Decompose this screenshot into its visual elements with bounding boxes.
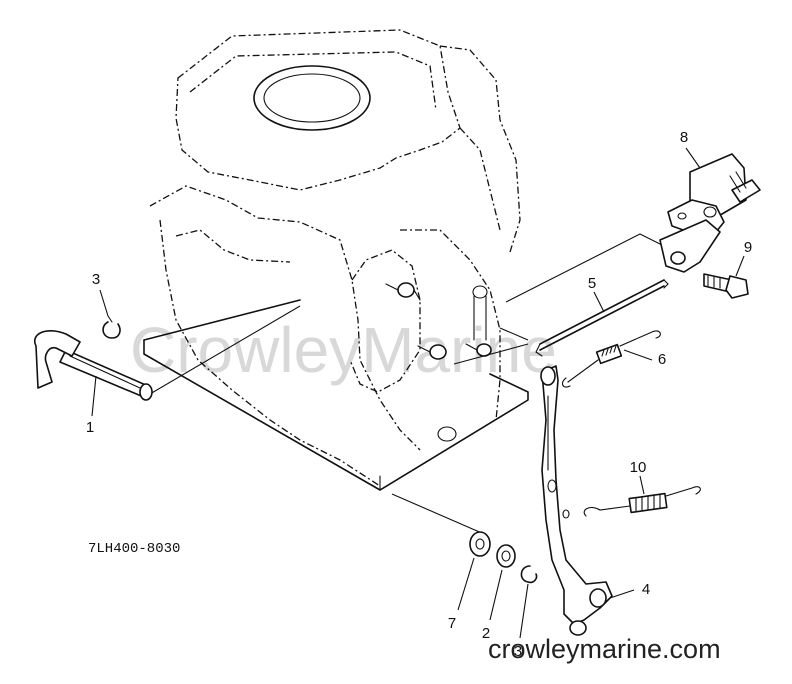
part-3-clip-upper — [102, 315, 121, 339]
part-8-bracket — [659, 153, 761, 273]
part-7-washer — [469, 531, 491, 557]
part-9-bolt — [703, 273, 749, 299]
callout-3-lower: 3 — [514, 643, 522, 660]
callouts: 3 1 5 6 8 9 10 4 7 2 3 — [86, 129, 752, 660]
callout-8: 8 — [680, 129, 688, 146]
callout-3-upper: 3 — [92, 271, 100, 288]
part-5-rod — [535, 279, 669, 357]
reference-code: 7LH400-8030 — [88, 541, 180, 557]
part-6-spring — [561, 330, 661, 388]
part-4-lever — [540, 365, 613, 636]
site-url: crowleymarine.com — [488, 634, 721, 664]
leader-lines — [149, 233, 665, 535]
callout-7: 7 — [448, 615, 456, 632]
callout-5: 5 — [588, 275, 596, 292]
callout-9: 9 — [744, 239, 752, 256]
part-1-shaft — [33, 330, 153, 401]
callout-10: 10 — [630, 459, 647, 476]
part-3-clip-lower — [520, 565, 538, 584]
engine-block — [143, 29, 529, 491]
callout-1: 1 — [86, 419, 94, 436]
part-2-washer — [496, 544, 516, 568]
callout-4: 4 — [642, 581, 650, 598]
callout-2: 2 — [482, 625, 490, 642]
part-10-spring — [583, 486, 701, 517]
callout-6: 6 — [658, 351, 666, 368]
